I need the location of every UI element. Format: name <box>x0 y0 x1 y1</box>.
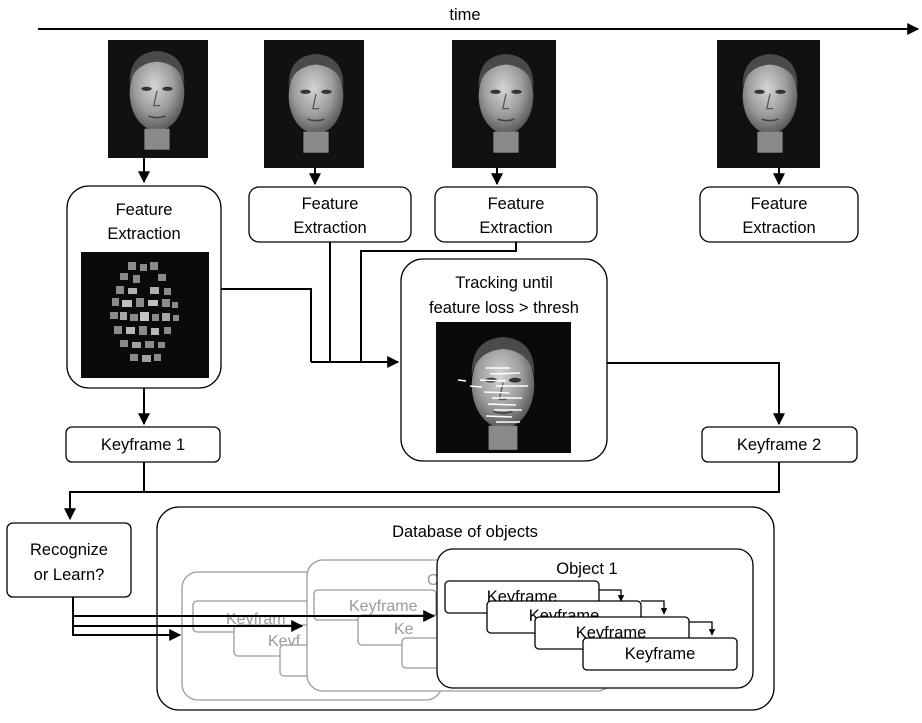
object-1-keyframe-d <box>582 637 738 671</box>
recognize-or-learn-box: Recognize or Learn? <box>6 522 132 598</box>
object-1-card: Object 1 Keyframe Keyframe Keyframe Keyf… <box>436 548 754 689</box>
feature-extraction-3-line1: Feature <box>488 195 545 213</box>
object-1-link-a <box>599 589 625 602</box>
feature-extraction-1-line1: Feature <box>116 201 173 219</box>
feature-extraction-box-4: Feature Extraction <box>699 186 859 243</box>
decision-line1: Recognize <box>30 541 108 559</box>
connector-feature1-to-tracking <box>221 288 312 362</box>
decision-to-database-arrows <box>72 597 436 641</box>
connector-feature3-to-tracking <box>360 242 517 362</box>
feature-map-image <box>81 252 209 378</box>
arrow-to-ghost-back <box>72 597 182 641</box>
decision-line2: or Learn? <box>34 566 105 584</box>
ghost-mid-keyframe-1: Keyframe <box>349 598 418 615</box>
keyframe-2-box: Keyframe 2 <box>701 426 858 463</box>
feature-extraction-box-2: Feature Extraction <box>248 186 412 243</box>
face-photo-1 <box>108 40 208 158</box>
arrow-keyframes-to-decision <box>64 462 780 521</box>
tracking-line2: feature loss > thresh <box>429 299 579 317</box>
feature-extraction-box-3: Feature Extraction <box>434 186 598 243</box>
ghost-mid-object-title: O <box>427 572 439 589</box>
timeline-label: time <box>449 6 480 24</box>
tracking-box: Tracking until feature loss > thresh <box>400 258 608 462</box>
ghost-mid-keyframe-2: Ke <box>394 621 414 638</box>
tracked-face-image <box>436 322 571 453</box>
object-1-link-b <box>641 600 668 615</box>
feature-extraction-box-1: Feature Extraction <box>66 185 222 389</box>
database-of-objects: Database of objects Keyfram Keyf O Keyfr… <box>156 506 775 711</box>
feature-extraction-4-line2: Extraction <box>742 219 815 237</box>
face-photo-3 <box>452 40 556 168</box>
keyframe-1-box: Keyframe 1 <box>65 426 221 463</box>
arrow-tracking-to-keyframe2 <box>607 362 785 426</box>
object-1-keyframe-d-label: Keyframe <box>625 645 696 663</box>
feature-extraction-4-line1: Feature <box>751 195 808 213</box>
timeline: time <box>38 6 920 35</box>
database-title: Database of objects <box>392 523 538 541</box>
face-photo-4 <box>717 40 820 168</box>
object-1-title: Object 1 <box>556 560 617 578</box>
object-1-link-c <box>689 621 716 636</box>
keyframe-1-label: Keyframe 1 <box>101 436 185 454</box>
keyframe-2-label: Keyframe 2 <box>737 436 821 454</box>
tracking-line1: Tracking until <box>455 274 553 292</box>
feature-extraction-3-line2: Extraction <box>479 219 552 237</box>
face-photo-2 <box>264 40 364 168</box>
feature-extraction-2-line1: Feature <box>302 195 359 213</box>
feature-extraction-2-line2: Extraction <box>293 219 366 237</box>
feature-extraction-1-line2: Extraction <box>107 225 180 243</box>
